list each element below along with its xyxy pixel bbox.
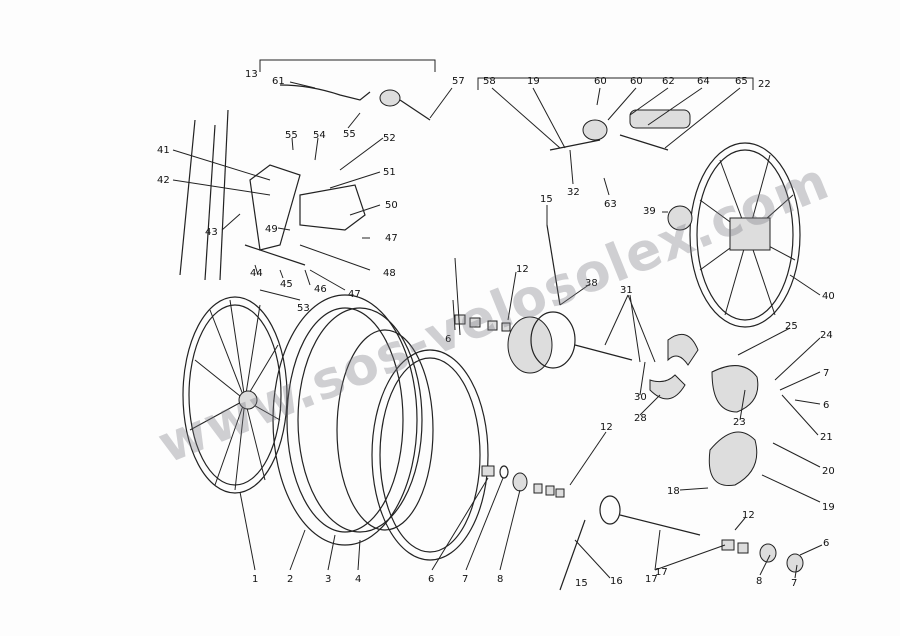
brake-drum [454, 311, 633, 374]
label-28: 28 [634, 413, 647, 424]
label-13: 13 [245, 69, 258, 80]
label-64: 64 [697, 76, 710, 87]
label-46: 46 [314, 284, 327, 295]
label-15b: 15 [540, 194, 553, 205]
label-63: 63 [604, 199, 617, 210]
label-51: 51 [383, 167, 396, 178]
label-25: 25 [785, 321, 798, 332]
brake-lever [279, 84, 431, 121]
sprocket [667, 205, 693, 231]
label-39: 39 [643, 206, 656, 217]
label-12b: 12 [742, 510, 755, 521]
label-47: 47 [348, 289, 361, 300]
label-62: 62 [662, 76, 675, 87]
label-15: 15 [575, 578, 588, 589]
label-42: 42 [157, 175, 170, 186]
label-18: 18 [667, 486, 680, 497]
tire [272, 294, 423, 546]
label-4: 4 [355, 574, 361, 585]
label-38: 38 [585, 278, 598, 289]
label-20: 20 [822, 466, 835, 477]
label-24: 24 [820, 330, 833, 341]
label-22: 22 [758, 79, 771, 90]
label-60b: 60 [630, 76, 643, 87]
label-48: 48 [383, 268, 396, 279]
inner-tube [336, 329, 434, 531]
label-65: 65 [735, 76, 748, 87]
bracket-13 [259, 59, 436, 72]
label-32: 32 [567, 187, 580, 198]
label-23: 23 [733, 417, 746, 428]
label-16: 16 [610, 576, 623, 587]
fork-assembly [179, 109, 366, 281]
label-8b: 8 [756, 576, 762, 587]
label-31: 31 [620, 285, 633, 296]
label-12: 12 [600, 422, 613, 433]
rear-wheel [689, 142, 801, 328]
label-40: 40 [822, 291, 835, 302]
label-58: 58 [483, 76, 496, 87]
label-43: 43 [205, 227, 218, 238]
cable [546, 224, 561, 306]
bracket-22 [477, 77, 754, 90]
label-7c: 7 [823, 368, 829, 379]
label-60: 60 [594, 76, 607, 87]
label-6c: 6 [823, 400, 829, 411]
label-47b: 47 [385, 233, 398, 244]
label-54: 54 [313, 130, 326, 141]
label-55b: 55 [343, 129, 356, 140]
label-7: 7 [462, 574, 468, 585]
label-57: 57 [452, 76, 465, 87]
label-41: 41 [157, 145, 170, 156]
label-44: 44 [250, 268, 263, 279]
label-19b: 19 [527, 76, 540, 87]
label-6d: 6 [445, 334, 451, 345]
label-12c: 12 [516, 264, 529, 275]
rim [371, 349, 489, 561]
label-55: 55 [285, 130, 298, 141]
label-6b: 6 [823, 538, 829, 549]
grip-lever [549, 109, 691, 151]
label-8: 8 [497, 574, 503, 585]
label-53: 53 [297, 303, 310, 314]
label-50: 50 [385, 200, 398, 211]
label-7b: 7 [791, 578, 797, 589]
label-30: 30 [634, 392, 647, 403]
label-17b: 17 [655, 567, 668, 578]
part-number-labels: 1 2 3 4 6 7 8 12 15 16 17 7 8 6 12 17 18… [157, 69, 835, 589]
label-52: 52 [383, 133, 396, 144]
label-61: 61 [272, 76, 285, 87]
label-2: 2 [287, 574, 293, 585]
front-hub-parts [481, 465, 565, 498]
leader-lines [172, 81, 823, 579]
label-21: 21 [820, 432, 833, 443]
label-49: 49 [265, 224, 278, 235]
label-19: 19 [822, 502, 835, 513]
label-6: 6 [428, 574, 434, 585]
front-wheel [182, 296, 288, 494]
label-17: 17 [645, 574, 658, 585]
label-45: 45 [280, 279, 293, 290]
label-1: 1 [252, 574, 258, 585]
rear-hub-axle [559, 495, 804, 591]
label-3: 3 [325, 574, 331, 585]
brake-shoes [649, 333, 759, 487]
